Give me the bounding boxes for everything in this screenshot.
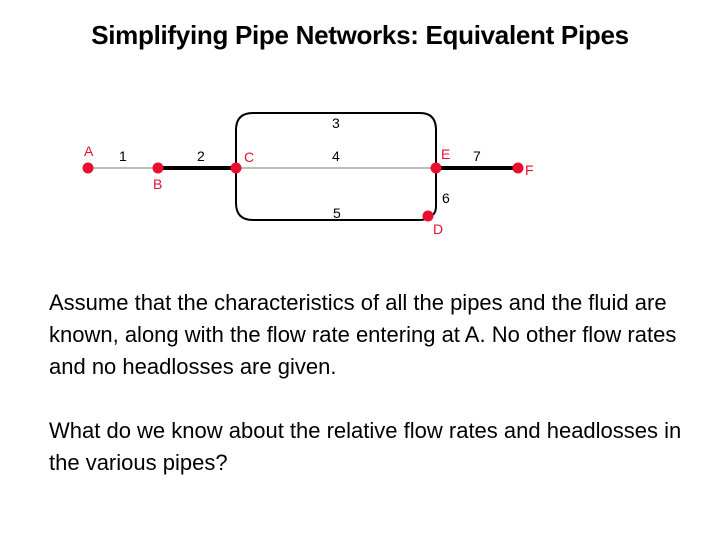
- node-label-b: B: [153, 176, 162, 192]
- node-e: [430, 162, 442, 174]
- node-c: [230, 162, 242, 174]
- paragraph-question: What do we know about the relative flow …: [49, 418, 682, 475]
- node-label-d: D: [433, 221, 443, 237]
- body-text: Assume that the characteristics of all t…: [49, 287, 689, 479]
- pipe-label-5: 5: [333, 205, 341, 221]
- node-label-e: E: [441, 146, 450, 162]
- pipe-6: [427, 168, 437, 217]
- pipe-label-3: 3: [332, 115, 340, 131]
- node-d: [422, 210, 434, 222]
- node-a: [82, 162, 94, 174]
- node-label-f: F: [525, 162, 534, 178]
- node-label-c: C: [244, 149, 254, 165]
- node-b: [152, 162, 164, 174]
- pipe-label-2: 2: [197, 148, 205, 164]
- pipe-label-1: 1: [119, 148, 127, 164]
- pipe-3: [235, 112, 437, 168]
- node-f: [512, 162, 524, 174]
- slide-title: Simplifying Pipe Networks: Equivalent Pi…: [91, 20, 629, 50]
- paragraph-assumptions: Assume that the characteristics of all t…: [49, 290, 677, 379]
- pipe-label-7: 7: [473, 148, 481, 164]
- pipe-network-diagram: A B C E F D 1 2 3 4 5 6 7: [82, 112, 534, 237]
- pipe-label-4: 4: [332, 148, 340, 164]
- pipe-5: [235, 168, 429, 221]
- node-label-a: A: [84, 143, 94, 159]
- pipe-label-6: 6: [442, 190, 450, 206]
